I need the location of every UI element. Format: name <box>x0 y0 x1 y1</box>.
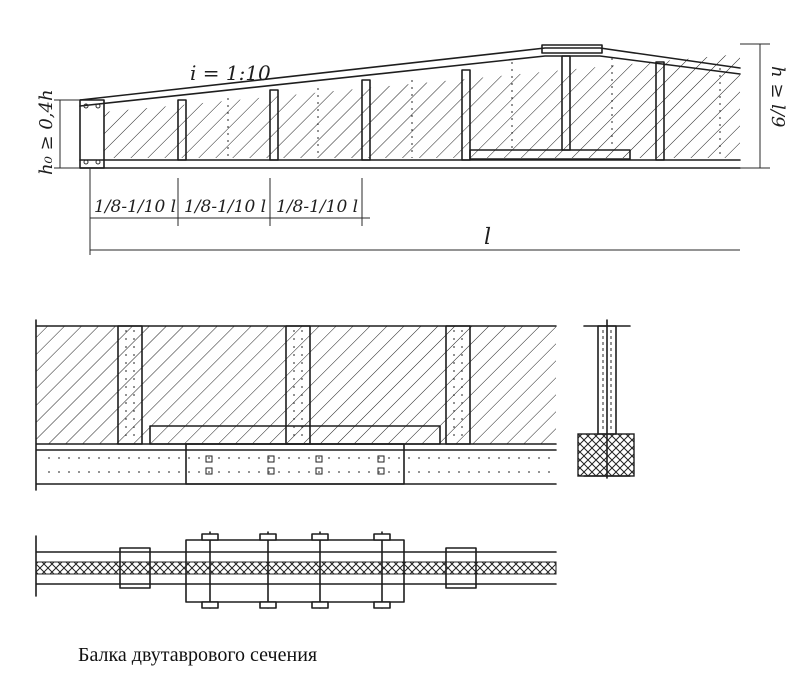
panel-label-3: 1/8-1/10 l <box>276 197 358 217</box>
plan-bolts <box>201 531 391 609</box>
span-label: l <box>484 225 491 250</box>
bolt-mark <box>95 103 101 109</box>
bolt-mark <box>83 103 89 109</box>
beam-elevation: h₀ ≥ 0,4h h ≥ l/9 i = 1:10 1/8-1/10 l 1/… <box>36 43 788 255</box>
ridge-cover-plate <box>541 44 603 54</box>
cross-section <box>577 319 635 479</box>
plan-stiffener <box>445 547 477 589</box>
support-depth-dimension <box>54 99 80 169</box>
span-depth-dimension <box>740 43 770 169</box>
figure-caption: Балка двутаврового сечения <box>78 644 318 666</box>
web-stiffeners <box>177 55 665 161</box>
slope-label: i = 1:10 <box>190 61 271 85</box>
support-stiffener <box>79 99 105 169</box>
section-flange <box>577 433 635 477</box>
detail-stiffener <box>117 325 143 445</box>
detail-stiffener <box>445 325 471 445</box>
detail-rivet-row <box>48 457 556 473</box>
detail-flange-plate <box>185 443 405 485</box>
panel-dimension-line <box>89 168 370 255</box>
panel-label-2: 1/8-1/10 l <box>184 197 266 217</box>
bolt-mark <box>83 159 89 165</box>
bolt-mark <box>95 159 101 165</box>
splice-detail-elevation <box>35 319 557 491</box>
detail-bolts <box>205 455 385 475</box>
splice-plan <box>35 531 557 609</box>
panel-label-1: 1/8-1/10 l <box>94 197 176 217</box>
span-depth-label: h ≥ l/9 <box>767 66 788 127</box>
plan-stiffener <box>119 547 151 589</box>
top-chord <box>79 47 741 107</box>
support-depth-label: h₀ ≥ 0,4h <box>36 89 57 175</box>
plan-web-hatch <box>35 561 557 575</box>
plan-splice-plates <box>185 539 405 603</box>
web-panels <box>104 54 740 158</box>
bottom-chord <box>79 159 741 169</box>
rivet-lines <box>227 58 721 158</box>
